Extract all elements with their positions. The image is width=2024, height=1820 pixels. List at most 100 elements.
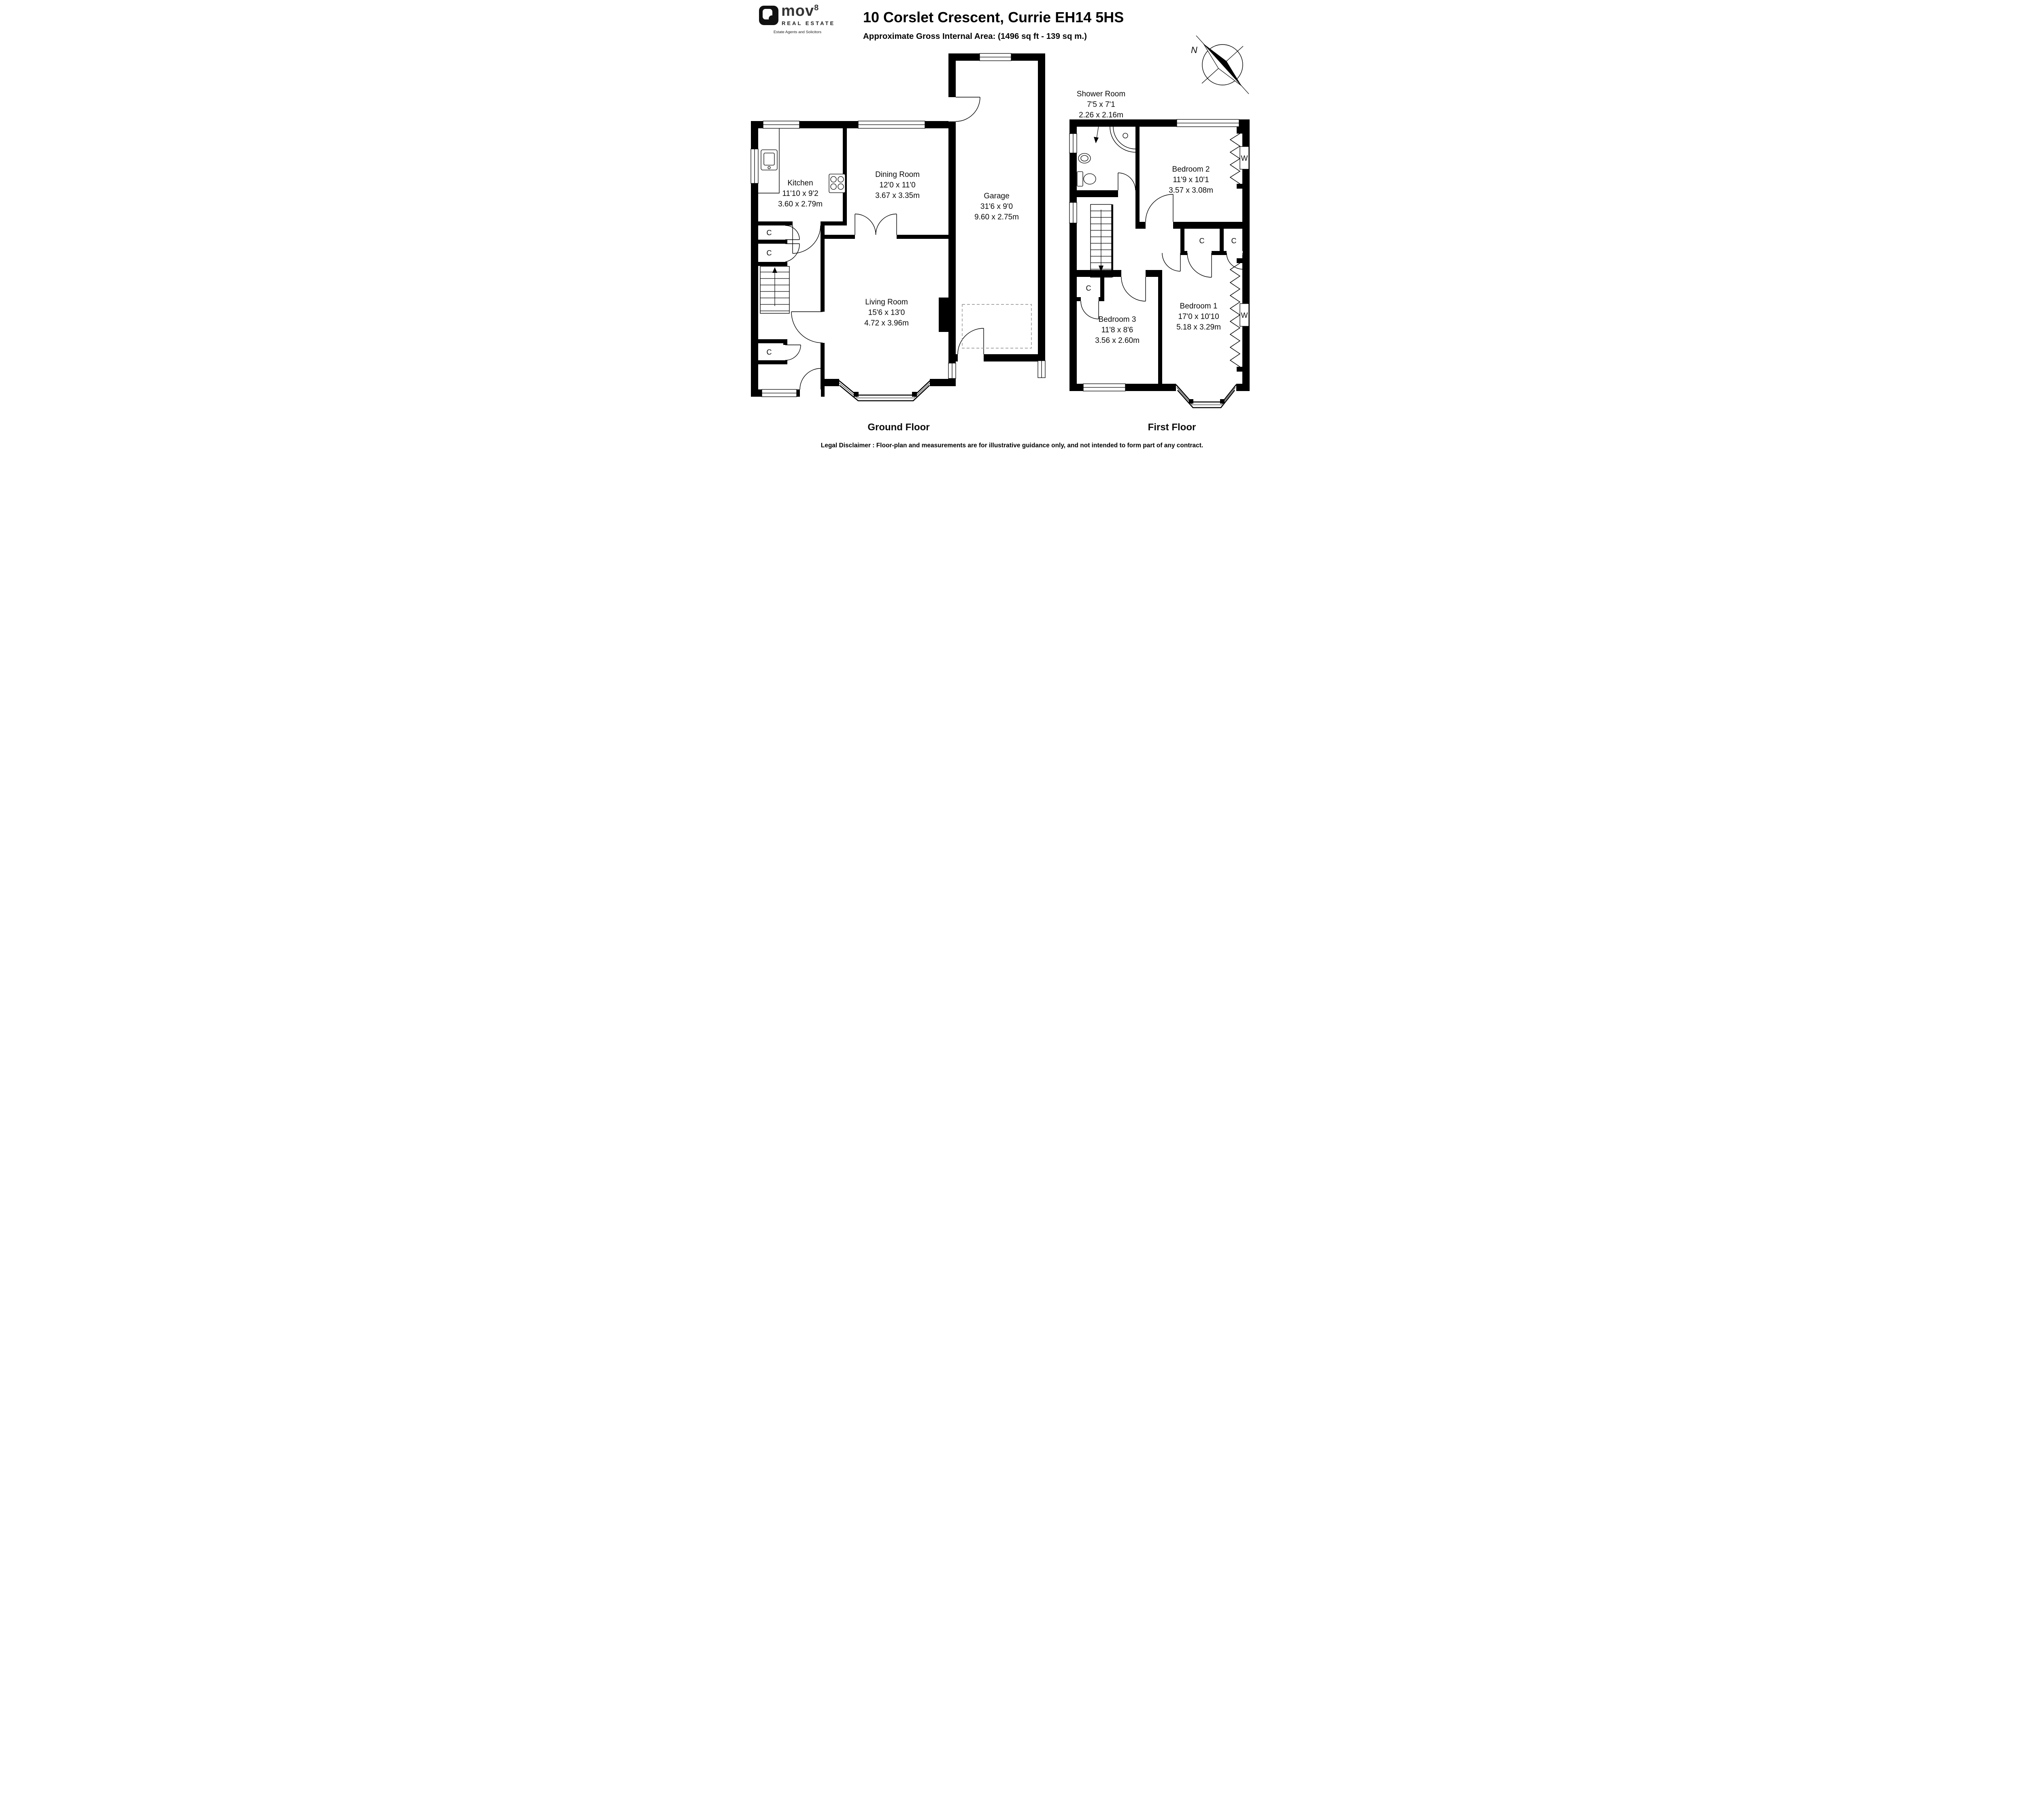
compass-needle-light xyxy=(1203,43,1242,86)
dining-window xyxy=(858,121,925,129)
kitchen-hob xyxy=(829,174,846,193)
shower-metric: 2.26 x 2.16m xyxy=(1079,111,1123,119)
ground-floor-plan: Kitchen 11'10 x 9'2 3.60 x 2.79m Dining … xyxy=(750,53,1046,402)
page-title: 10 Corslet Crescent, Currie EH14 5HS xyxy=(863,9,1124,26)
living-room-door xyxy=(791,311,823,343)
closet-left-label: C xyxy=(1199,237,1205,245)
stairs-up-arrow xyxy=(772,267,777,273)
ground-floor-caption: Ground Floor xyxy=(867,422,929,433)
closet1-label: C xyxy=(767,229,772,237)
bedroom3-window xyxy=(1083,383,1126,391)
floorplan-drawing: N xyxy=(750,35,1250,433)
shower-room-door xyxy=(1118,172,1136,191)
logo-real-estate: REAL ESTATE xyxy=(782,20,836,26)
stairs-down-arrow xyxy=(1099,266,1103,272)
bedroom1-imperial: 17'0 x 10'10 xyxy=(1178,313,1219,321)
closet2-label: C xyxy=(767,249,772,257)
bedroom2-metric: 3.57 x 3.08m xyxy=(1169,186,1213,195)
first-floor-plan: Shower Room 7'5 x 7'1 2.26 x 2.16m Bedro… xyxy=(1069,90,1250,408)
logo-brand-text: mov xyxy=(781,2,814,19)
page-subtitle: Approximate Gross Internal Area: (1496 s… xyxy=(863,32,1087,41)
kitchen-fixtures xyxy=(758,128,846,193)
bedroom3-imperial: 11'8 x 8'6 xyxy=(1101,326,1133,334)
bedroom2-window xyxy=(1176,119,1239,127)
first-floor-caption: First Floor xyxy=(1148,422,1196,433)
garage-parking-outline xyxy=(962,304,1032,349)
garage-imperial: 31'6 x 9'0 xyxy=(980,202,1013,211)
bedroom3-door xyxy=(1121,276,1146,302)
logo-brand-sup: 8 xyxy=(814,3,819,13)
living-imperial: 15'6 x 13'0 xyxy=(868,308,905,317)
bedroom1-door xyxy=(1162,253,1181,272)
closet-right-door xyxy=(1226,253,1243,270)
living-name: Living Room xyxy=(865,298,908,306)
legal-disclaimer: Legal Disclaimer : Floor-plan and measur… xyxy=(821,442,1203,449)
ground-floor-windows xyxy=(750,53,1046,397)
bedroom3-name: Bedroom 3 xyxy=(1099,315,1136,324)
ground-floor-openings xyxy=(783,97,984,397)
living-metric: 4.72 x 3.96m xyxy=(864,319,909,327)
mov8-logo-brand: mov8 xyxy=(781,3,819,19)
front-door xyxy=(799,368,821,390)
first-floor-doors xyxy=(1080,172,1243,319)
first-floor-windows xyxy=(1069,119,1239,391)
bedroom2-name: Bedroom 2 xyxy=(1172,165,1210,174)
bedroom2-wardrobe xyxy=(1229,133,1241,184)
corner-shower xyxy=(1110,126,1136,153)
closet2-door xyxy=(785,243,800,262)
ground-floor-doors xyxy=(785,97,984,390)
living-side-window xyxy=(948,363,956,379)
bedroom3-closet-door xyxy=(1080,301,1099,319)
ground-floor-labels: Kitchen 11'10 x 9'2 3.60 x 2.79m Dining … xyxy=(767,170,1019,356)
kitchen-side-window xyxy=(750,149,759,184)
bedroom1-name: Bedroom 1 xyxy=(1180,302,1218,310)
dining-double-door-left xyxy=(855,213,876,235)
shower-room-callout xyxy=(1094,120,1100,143)
shower-side-window xyxy=(1069,133,1077,153)
garage-metric: 9.60 x 2.75m xyxy=(974,213,1019,221)
bedroom2-imperial: 11'9 x 10'1 xyxy=(1173,176,1209,184)
kitchen-name: Kitchen xyxy=(787,179,813,187)
staircase-first xyxy=(1090,204,1112,278)
closet3-label: C xyxy=(767,348,772,356)
closet-right-label: C xyxy=(1231,237,1237,245)
dining-double-door-right xyxy=(875,213,897,235)
living-room-bay-window xyxy=(838,379,931,402)
compass-north-label: N xyxy=(1191,45,1197,55)
kitchen-sink xyxy=(761,149,778,170)
kitchen-imperial: 11'10 x 9'2 xyxy=(782,189,818,198)
dining-name: Dining Room xyxy=(875,170,920,179)
garage-rear-window xyxy=(1038,360,1046,378)
floorplan-page: mov8 REAL ESTATE Estate Agents and Solic… xyxy=(741,0,1283,455)
first-floor-walls xyxy=(1069,119,1250,391)
closet-left-door xyxy=(1187,253,1212,278)
bedroom2-door xyxy=(1145,194,1174,222)
garage-window xyxy=(979,53,1012,61)
shower-imperial: 7'5 x 7'1 xyxy=(1087,100,1115,109)
kitchen-counter xyxy=(758,128,780,193)
bedroom1-wardrobe xyxy=(1229,263,1241,367)
toilet xyxy=(1077,171,1096,187)
closet-b3-label: C xyxy=(1086,284,1091,292)
kitchen-metric: 3.60 x 2.79m xyxy=(778,200,823,208)
garage-name: Garage xyxy=(984,192,1009,200)
first-floor-openings xyxy=(1081,190,1243,301)
dining-metric: 3.67 x 3.35m xyxy=(875,191,920,200)
garage-rear-door xyxy=(957,328,984,355)
shower-name: Shower Room xyxy=(1077,90,1125,98)
first-floor-labels: Shower Room 7'5 x 7'1 2.26 x 2.16m Bedro… xyxy=(1077,90,1248,345)
landing-side-window xyxy=(1069,202,1077,223)
dining-imperial: 12'0 x 11'0 xyxy=(879,181,915,189)
mov8-logo-icon xyxy=(759,6,778,25)
logo-tagline: Estate Agents and Solicitors xyxy=(773,30,822,34)
shower-room-fixtures xyxy=(1077,126,1136,187)
wardrobe1-label: W xyxy=(1241,311,1248,319)
bedroom1-bay-window xyxy=(1176,384,1237,408)
callout-arrowhead xyxy=(1094,137,1099,143)
garage-side-door xyxy=(955,97,980,122)
wardrobe2-label: W xyxy=(1241,154,1248,162)
fireplace xyxy=(939,298,956,332)
hall-front-window xyxy=(761,389,797,397)
closet1-door xyxy=(785,225,800,240)
basin xyxy=(1078,153,1091,164)
